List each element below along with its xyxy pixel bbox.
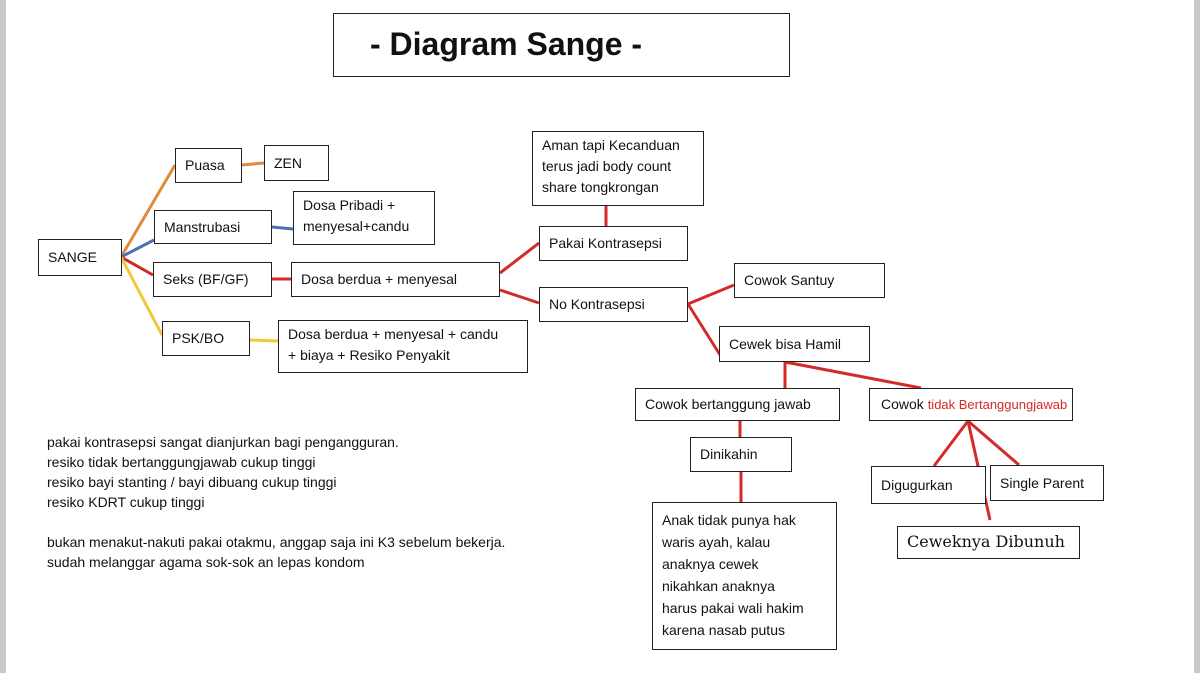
node-psk: PSK/BO <box>162 321 250 356</box>
link-dosa-berdua-no <box>499 288 540 305</box>
note-spacer <box>47 512 505 532</box>
node-dosa-psk: Dosa berdua + menyesal + candu + biaya +… <box>278 320 528 373</box>
link-dosa-berdua-pakai <box>499 241 540 275</box>
node-aman-line-2: terus jadi body count <box>542 158 672 174</box>
node-zen: ZEN <box>264 145 329 181</box>
node-ceweknya-dibunuh: Ceweknya Dibunuh <box>897 526 1080 559</box>
node-cowok-tidak: Cowok tidak Bertanggungjawab <box>869 388 1073 421</box>
node-aman-line-3: share tongkrongan <box>542 179 659 195</box>
link-no-santuy <box>687 283 735 306</box>
link-tidak-digugurkan <box>932 420 970 467</box>
node-cowok-santuy: Cowok Santuy <box>734 263 885 298</box>
node-dosa-pribadi: Dosa Pribadi + menyesal+candu <box>293 191 435 245</box>
node-anak-line-5: harus pakai wali hakim <box>662 600 804 616</box>
note-line-1: pakai kontrasepsi sangat dianjurkan bagi… <box>47 434 399 450</box>
node-dosa-berdua: Dosa berdua + menyesal <box>291 262 500 297</box>
node-aman-line-1: Aman tapi Kecanduan <box>542 137 680 153</box>
node-cewek-hamil: Cewek bisa Hamil <box>719 326 870 362</box>
node-cowok-tidak-prefix: Cowok <box>881 396 924 412</box>
node-dosa-psk-line-1: Dosa berdua + menyesal + candu <box>288 326 499 342</box>
note-line-2: resiko tidak bertanggungjawab cukup ting… <box>47 454 316 470</box>
node-pakai-kontrasepsi: Pakai Kontrasepsi <box>539 226 688 261</box>
node-dinikahin: Dinikahin <box>690 437 792 472</box>
note-line-6: sudah melanggar agama sok-sok an lepas k… <box>47 554 365 570</box>
link-psk-dosa-psk <box>249 338 279 343</box>
link-sange-seks <box>120 255 154 277</box>
link-hamil-tidak <box>784 360 922 390</box>
note-line-3: resiko bayi stanting / bayi dibuang cuku… <box>47 474 337 490</box>
node-anak-line-4: nikahkan anaknya <box>662 578 775 594</box>
node-sange: SANGE <box>38 239 122 276</box>
node-anak-line-6: karena nasab putus <box>662 622 785 638</box>
node-manstrubasi: Manstrubasi <box>154 210 272 244</box>
node-seks: Seks (BF/GF) <box>153 262 272 297</box>
link-tidak-single <box>967 419 1020 467</box>
link-manstrubasi-dosa-pribadi <box>271 225 294 231</box>
left-edge-bar <box>0 0 6 673</box>
link-sange-manstrubasi <box>120 238 155 259</box>
diagram-title: - Diagram Sange - <box>333 13 790 77</box>
node-anak-line-2: waris ayah, kalau <box>662 534 771 550</box>
notes-block: pakai kontrasepsi sangat dianjurkan bagi… <box>47 432 505 572</box>
right-edge-bar <box>1194 0 1200 673</box>
node-puasa: Puasa <box>175 148 242 183</box>
link-puasa-zen <box>241 161 265 167</box>
node-dosa-pribadi-line-1: Dosa Pribadi + <box>303 197 396 213</box>
node-cowok-tidak-red: tidak Bertanggungjawab <box>927 397 1068 412</box>
link-no-hamil <box>686 303 724 359</box>
node-digugurkan: Digugurkan <box>871 466 986 504</box>
node-single-parent: Single Parent <box>990 465 1104 501</box>
node-anak-line-1: Anak tidak punya hak <box>662 512 796 528</box>
note-line-5: bukan menakut-nakuti pakai otakmu, angga… <box>47 534 506 550</box>
node-anak: Anak tidak punya hak waris ayah, kalau a… <box>652 502 837 650</box>
node-dosa-psk-line-2: + biaya + Resiko Penyakit <box>288 347 450 363</box>
node-aman: Aman tapi Kecanduan terus jadi body coun… <box>532 131 704 206</box>
node-anak-line-3: anaknya cewek <box>662 556 759 572</box>
link-sange-psk <box>119 256 164 336</box>
node-dosa-pribadi-line-2: menyesal+candu <box>303 218 410 234</box>
note-line-4: resiko KDRT cukup tinggi <box>47 494 205 510</box>
node-cowok-bertanggung: Cowok bertanggung jawab <box>635 388 840 421</box>
node-no-kontrasepsi: No Kontrasepsi <box>539 287 688 322</box>
link-sange-puasa <box>119 164 177 258</box>
